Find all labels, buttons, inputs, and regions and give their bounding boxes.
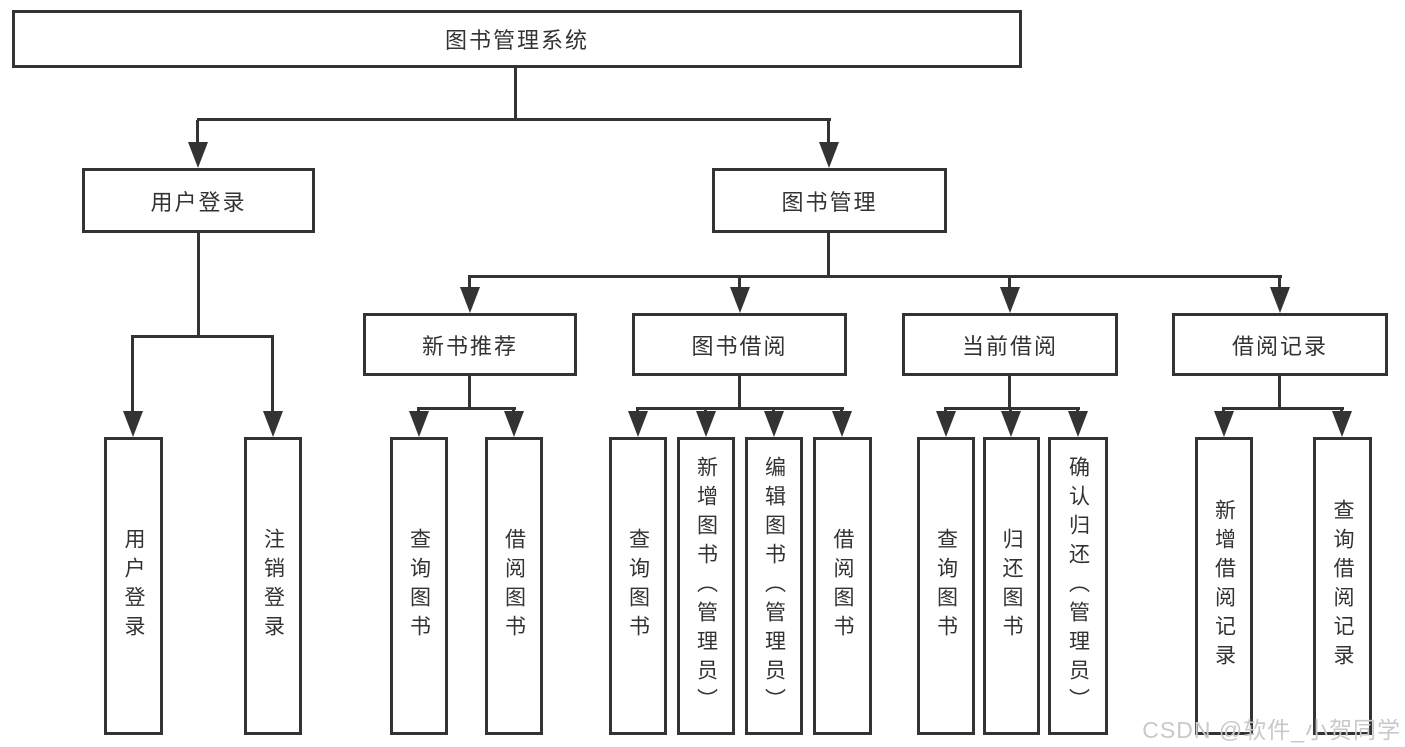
node-root-label: 图书管理系统 (444, 28, 589, 53)
arrow-down-icon (263, 411, 283, 437)
leaf-label: 归还图书 (1000, 528, 1023, 644)
node-borrow-records-label: 借阅记录 (1231, 333, 1328, 359)
leaf-borrow-books-2: 借阅图书 (813, 437, 872, 735)
leaf-label: 确认归还（管理员） (1066, 455, 1090, 717)
connector-stem-root (514, 68, 517, 118)
leaf-edit-books-admin: 编辑图书（管理员） (745, 437, 803, 735)
arrow-down-icon (832, 411, 852, 437)
leaf-label: 查询图书 (407, 528, 431, 644)
arrow-down-icon (1332, 411, 1352, 437)
node-user-login: 用户登录 (82, 168, 315, 233)
arrow-down-icon (628, 411, 648, 437)
leaf-query-books-2: 查询图书 (609, 437, 667, 735)
arrow-down-icon (1000, 287, 1020, 313)
connector-drop (738, 277, 741, 289)
node-current-borrow: 当前借阅 (902, 313, 1118, 376)
arrow-down-icon (730, 287, 750, 313)
connector-drop (131, 337, 134, 413)
connector-drop (1278, 277, 1281, 289)
connector-bar-root (197, 118, 831, 121)
leaf-query-borrow-record: 查询借阅记录 (1313, 437, 1372, 735)
arrow-down-icon (1001, 411, 1021, 437)
leaf-add-borrow-record: 新增借阅记录 (1195, 437, 1253, 735)
leaf-add-books-admin: 新增图书（管理员） (677, 437, 735, 735)
leaf-label: 查询图书 (934, 528, 958, 644)
connector-bar-current-borrow (944, 407, 1080, 410)
node-new-books-label: 新书推荐 (421, 333, 518, 359)
connector-drop (1008, 277, 1011, 289)
arrow-down-icon (1270, 287, 1290, 313)
leaf-label: 新增图书（管理员） (694, 455, 718, 717)
connector-bar-borrow-records (1222, 407, 1344, 410)
leaf-borrow-books-1: 借阅图书 (485, 437, 543, 735)
arrow-down-icon (1214, 411, 1234, 437)
node-user-login-label: 用户登录 (150, 189, 247, 215)
connector-drop (468, 277, 471, 289)
arrow-down-icon (123, 411, 143, 437)
node-new-books: 新书推荐 (363, 313, 577, 376)
leaf-label: 查询借阅记录 (1331, 499, 1354, 673)
node-book-borrow: 图书借阅 (632, 313, 847, 376)
leaf-confirm-return-admin: 确认归还（管理员） (1048, 437, 1108, 735)
arrow-down-icon (696, 411, 716, 437)
leaf-label: 用户登录 (122, 528, 145, 644)
arrow-down-icon (936, 411, 956, 437)
leaf-return-books: 归还图书 (983, 437, 1040, 735)
arrow-down-icon (504, 411, 524, 437)
connector-stem-user-login (197, 233, 200, 335)
leaf-label: 新增借阅记录 (1212, 499, 1236, 673)
connector-bar-book-borrow (636, 407, 844, 410)
arrow-down-icon (819, 142, 839, 168)
leaf-logout: 注销登录 (244, 437, 302, 735)
node-book-mgmt-label: 图书管理 (781, 189, 878, 215)
leaf-label: 查询图书 (626, 528, 650, 644)
leaf-user-login: 用户登录 (104, 437, 163, 735)
node-root: 图书管理系统 (12, 10, 1022, 68)
connector-stem-new-books (468, 376, 471, 407)
connector-stem-current-borrow (1008, 376, 1011, 407)
leaf-label: 借阅图书 (502, 528, 526, 644)
arrow-down-icon (1068, 411, 1088, 437)
connector-stem-book-borrow (738, 376, 741, 407)
connector-drop (827, 120, 830, 144)
leaf-label: 借阅图书 (831, 528, 854, 644)
node-current-borrow-label: 当前借阅 (961, 333, 1058, 359)
connector-drop (196, 120, 199, 144)
connector-stem-book-mgmt (827, 233, 830, 275)
leaf-query-books-3: 查询图书 (917, 437, 975, 735)
connector-bar-new-books (417, 407, 516, 410)
arrow-down-icon (764, 411, 784, 437)
arrow-down-icon (460, 287, 480, 313)
leaf-label: 编辑图书（管理员） (762, 455, 786, 717)
arrow-down-icon (409, 411, 429, 437)
arrow-down-icon (188, 142, 208, 168)
node-borrow-records: 借阅记录 (1172, 313, 1388, 376)
node-book-mgmt: 图书管理 (712, 168, 947, 233)
connector-bar-book-mgmt (468, 275, 1282, 278)
leaf-query-books-1: 查询图书 (390, 437, 448, 735)
leaf-label: 注销登录 (261, 528, 285, 644)
csdn-watermark: CSDN @软件_小贺同学 (1142, 717, 1401, 743)
connector-drop (271, 337, 274, 413)
connector-bar-user-login (131, 335, 274, 338)
node-book-borrow-label: 图书借阅 (691, 333, 788, 359)
connector-stem-borrow-records (1278, 376, 1281, 407)
